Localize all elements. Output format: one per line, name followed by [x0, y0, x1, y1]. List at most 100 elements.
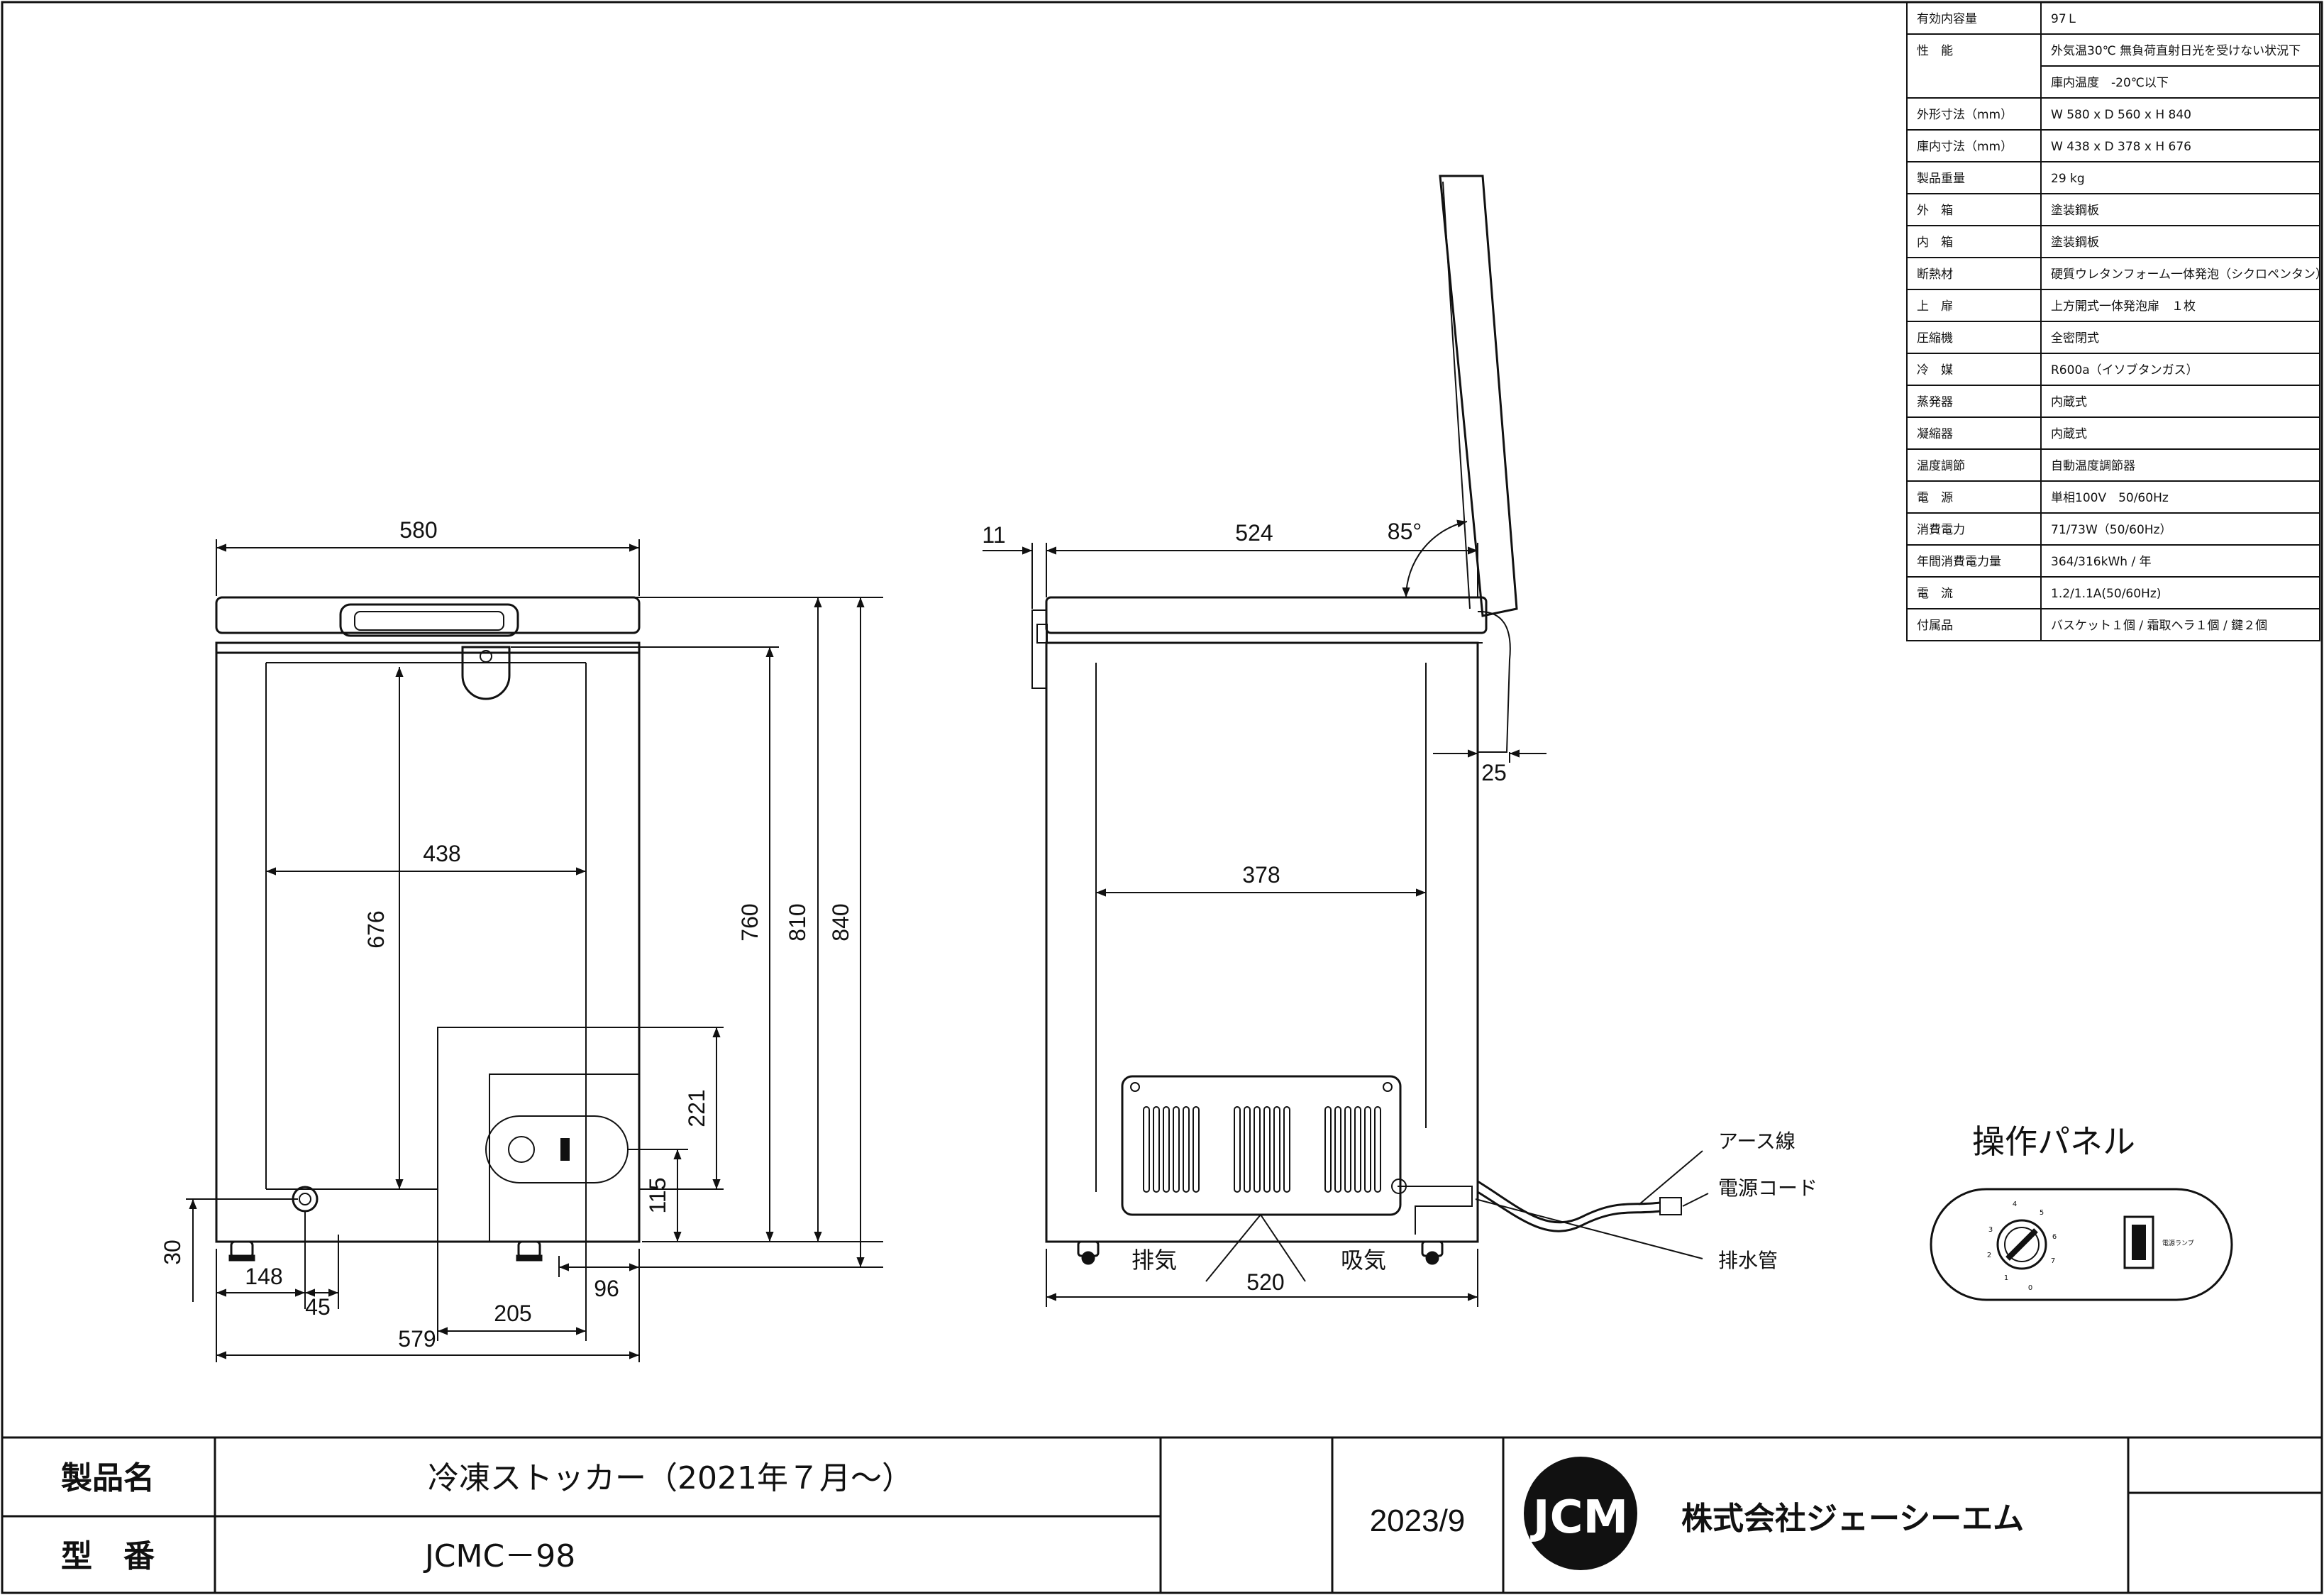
spec-label: 電 流 [1917, 587, 1953, 601]
side-dimension-labels: 11 524 85° 25 378 520 排気 吸気 アース線 電源コード 排… [982, 519, 1817, 1295]
dim-760: 760 [737, 903, 763, 941]
spec-label: 有効内容量 [1917, 12, 1977, 26]
spec-label: 上 扉 [1917, 299, 1953, 314]
spec-label: 外 箱 [1917, 204, 1953, 218]
spec-label: 製品重量 [1917, 172, 1965, 186]
grille-slot [1234, 1106, 1241, 1193]
dial-mark: 7 [2051, 1257, 2055, 1265]
power-lamp-label: 電源ランプ [2162, 1240, 2194, 1247]
side-drain [1398, 1186, 1473, 1235]
operation-panel: 操作パネル 4 5 3 6 2 7 1 0 電源ランプ [1930, 1122, 2233, 1301]
dim-378: 378 [1242, 862, 1280, 888]
label-earth-wire: アース線 [1718, 1130, 1795, 1153]
label-exhaust: 排気 [1131, 1247, 1177, 1274]
spec-value: バスケット１個 / 霜取ヘラ１個 / 鍵２個 [2051, 619, 2267, 633]
side-body [1045, 641, 1479, 1243]
spec-label: 電 源 [1917, 491, 1953, 505]
spec-label: 性 能 [1917, 44, 1953, 58]
front-view [215, 596, 641, 1262]
spec-label: 外形寸法（mm） [1917, 108, 2013, 122]
dim-580: 580 [399, 517, 437, 543]
product-name: 冷凍ストッカー（2021年７月～） [428, 1460, 913, 1496]
hinge [1477, 610, 1511, 753]
dim-524: 524 [1235, 520, 1273, 546]
spec-value: 庫内温度 -20℃以下 [2051, 76, 2169, 90]
spec-value: 硬質ウレタンフォーム一体発泡（シクロペンタン） [2051, 267, 2324, 282]
panel-title: 操作パネル [1972, 1122, 2135, 1161]
spec-value: 1.2/1.1A(50/60Hz) [2051, 587, 2161, 601]
power-lamp [2123, 1215, 2154, 1269]
grille-slot [1244, 1106, 1251, 1193]
dim-11: 11 [982, 522, 1005, 548]
grille-slot [1324, 1106, 1332, 1193]
spec-label: 庫内寸法（mm） [1917, 140, 2013, 154]
dial-mark: 2 [1987, 1252, 1991, 1259]
grille-slot [1254, 1106, 1261, 1193]
dim-96: 96 [594, 1276, 619, 1301]
spec-value: 364/316kWh / 年 [2051, 555, 2152, 569]
side-lid [1045, 596, 1488, 634]
front-body [215, 651, 641, 1243]
spec-value: 自動温度調節器 [2051, 459, 2135, 473]
spec-value: 97Ｌ [2051, 12, 2079, 26]
spec-label: 凝縮器 [1917, 427, 1953, 441]
spec-label: 温度調節 [1917, 459, 1965, 473]
lock [461, 646, 511, 700]
dim-85-deg: 85° [1388, 519, 1422, 544]
dial-mark: 5 [2040, 1209, 2044, 1217]
front-dimensions [186, 539, 883, 1362]
spec-value: 内蔵式 [2051, 427, 2087, 441]
spec-value: 塗装鋼板 [2051, 203, 2099, 218]
grille-slot [1273, 1106, 1280, 1193]
title-block-text: 製品名 冷凍ストッカー（2021年７月～） 型 番 JCMC－98 2023/9… [61, 1457, 2024, 1574]
grille-slot [1173, 1106, 1180, 1193]
grille-slot [1334, 1106, 1341, 1193]
dim-579: 579 [398, 1326, 436, 1352]
lid-handle [339, 603, 519, 637]
spec-value: W 438 x D 378 x H 676 [2051, 140, 2191, 154]
machine-box [489, 1074, 640, 1242]
dim-221: 221 [684, 1089, 709, 1127]
model-number: JCMC－98 [423, 1538, 575, 1574]
spec-label: 付属品 [1917, 619, 1953, 633]
opened-lid [1439, 175, 1518, 617]
spec-value: R600a（イソブタンガス） [2051, 363, 2198, 377]
spec-value: W 580 x D 560 x H 840 [2051, 108, 2191, 122]
dim-205: 205 [494, 1301, 531, 1326]
dim-25: 25 [1481, 760, 1507, 785]
dim-810: 810 [785, 903, 810, 941]
drawing-date: 2023/9 [1370, 1503, 1466, 1538]
label-intake: 吸気 [1341, 1247, 1386, 1274]
spec-label: 圧縮機 [1917, 331, 1953, 346]
spec-value: 29 kg [2051, 172, 2085, 186]
grille-slot [1374, 1106, 1381, 1193]
dim-438: 438 [423, 841, 460, 866]
thermostat-dial: 4 5 3 6 2 7 1 0 [1987, 1201, 2057, 1292]
grille-slot [1143, 1106, 1150, 1193]
side-view [1031, 175, 1682, 1265]
dim-520: 520 [1246, 1269, 1284, 1295]
grille-slot [1344, 1106, 1351, 1193]
grille-slot [1364, 1106, 1371, 1193]
front-control-panel [485, 1115, 629, 1183]
company-name: 株式会社ジェーシーエム [1681, 1501, 2024, 1537]
grille-slot [1163, 1106, 1170, 1193]
dial-mark: 3 [1988, 1226, 1993, 1234]
grille-slot [1283, 1106, 1290, 1193]
grille-slot [1153, 1106, 1160, 1193]
front-lid [215, 596, 641, 634]
dial-mark: 0 [2028, 1284, 2032, 1292]
grille-slots [1143, 1106, 1381, 1193]
model-label: 型 番 [61, 1538, 155, 1574]
dim-30: 30 [160, 1240, 185, 1265]
dial-mark: 4 [2013, 1201, 2017, 1208]
dim-115: 115 [645, 1177, 670, 1213]
spec-label: 年間消費電力量 [1917, 555, 2001, 569]
grille-slot [1354, 1106, 1361, 1193]
dim-840: 840 [828, 903, 853, 941]
grille-slot [1183, 1106, 1190, 1193]
dial-mark: 6 [2052, 1233, 2057, 1241]
label-power-cord: 電源コード [1718, 1176, 1817, 1200]
dial-mark: 1 [2004, 1274, 2008, 1282]
